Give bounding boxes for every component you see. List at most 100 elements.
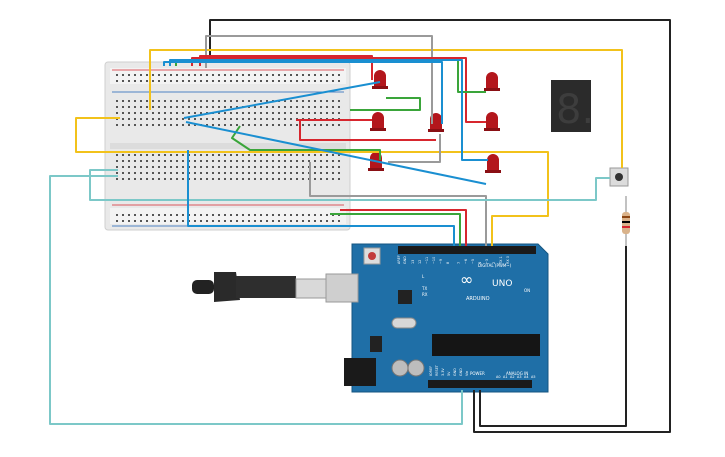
wire-blue-a[interactable]: [163, 61, 443, 124]
wire-blue-d[interactable]: [169, 59, 488, 161]
wire-cyan-bot[interactable]: [89, 169, 610, 201]
breadboard-hole: [176, 214, 178, 216]
seven-segment-digit: 8.: [556, 87, 594, 133]
pin-7-label: 7: [457, 262, 461, 264]
breadboard-hole: [116, 214, 118, 216]
breadboard-hole: [212, 160, 214, 162]
breadboard-hole: [248, 100, 250, 102]
breadboard-hole: [260, 74, 262, 76]
breadboard-hole: [152, 100, 154, 102]
wire-black-outer[interactable]: [209, 19, 671, 433]
led-l-label: L: [422, 274, 425, 279]
breadboard-hole: [170, 220, 172, 222]
breadboard-hole: [248, 80, 250, 82]
breadboard-hole: [296, 112, 298, 114]
wire-yellow-top[interactable]: [149, 49, 623, 168]
led-1[interactable]: [372, 70, 388, 89]
breadboard-hole: [128, 220, 130, 222]
breadboard-hole: [146, 80, 148, 82]
digital-header[interactable]: [398, 246, 536, 254]
breadboard-hole: [140, 178, 142, 180]
breadboard-hole: [332, 74, 334, 76]
analog-label: ANALOG IN: [506, 371, 528, 376]
led-3[interactable]: [370, 112, 386, 131]
breadboard-hole: [176, 178, 178, 180]
breadboard-hole: [284, 166, 286, 168]
breadboard-hole: [212, 214, 214, 216]
push-button[interactable]: [609, 167, 629, 187]
breadboard-hole: [302, 74, 304, 76]
breadboard-hole: [332, 100, 334, 102]
breadboard-hole: [224, 106, 226, 108]
wire-cyan-left[interactable]: [49, 175, 463, 425]
breadboard-hole: [140, 100, 142, 102]
breadboard-hole: [164, 74, 166, 76]
breadboard-hole: [302, 112, 304, 114]
wire-gray-mid[interactable]: [388, 134, 441, 163]
breadboard-hole: [146, 74, 148, 76]
breadboard-hole: [332, 172, 334, 174]
seven-segment-display[interactable]: 8.: [551, 80, 594, 133]
breadboard-hole: [326, 124, 328, 126]
breadboard-hole: [158, 214, 160, 216]
wire-gray-top[interactable]: [205, 35, 433, 124]
wire-blue-bot[interactable]: [187, 150, 455, 246]
breadboard-hole: [200, 160, 202, 162]
breadboard-hole: [296, 106, 298, 108]
analog-pin-labels: A0 A1 A2 A3 A4 A5: [496, 375, 535, 379]
breadboard-hole: [326, 154, 328, 156]
breadboard-hole: [290, 80, 292, 82]
led-7[interactable]: [485, 154, 501, 173]
breadboard-hole: [278, 124, 280, 126]
breadboard-hole: [296, 100, 298, 102]
power-analog-header[interactable]: [428, 380, 532, 388]
breadboard-hole: [302, 154, 304, 156]
wire-gray-right[interactable]: [309, 162, 487, 246]
wire-green-b[interactable]: [231, 125, 381, 160]
wire-blue-c[interactable]: [185, 121, 487, 185]
breadboard-hole: [248, 160, 250, 162]
breadboard-hole: [314, 166, 316, 168]
breadboard-hole: [188, 124, 190, 126]
breadboard-hole: [272, 160, 274, 162]
breadboard-hole: [134, 74, 136, 76]
breadboard-hole: [218, 74, 220, 76]
breadboard-hole: [176, 124, 178, 126]
wire-red-bot[interactable]: [340, 209, 467, 246]
breadboard-hole: [122, 172, 124, 174]
arduino-uno-board[interactable]: ∞ ARDUINO UNO DIGITAL (PWM~) POWER ANALO…: [192, 243, 549, 393]
wire-black-button[interactable]: [479, 246, 627, 427]
breadboard-hole: [206, 214, 208, 216]
breadboard-hole: [146, 112, 148, 114]
breadboard-hole: [236, 172, 238, 174]
breadboard-hole: [224, 220, 226, 222]
breadboard-hole: [314, 124, 316, 126]
breadboard-hole: [260, 118, 262, 120]
wire-green-c[interactable]: [350, 97, 421, 111]
pin-rx0-label: RX 0: [506, 256, 510, 264]
breadboard-hole: [266, 166, 268, 168]
breadboard-hole: [320, 160, 322, 162]
breadboard-hole: [122, 106, 124, 108]
wire-green-bot[interactable]: [330, 213, 461, 246]
breadboard-hole: [158, 124, 160, 126]
breadboard-hole: [332, 160, 334, 162]
breadboard-hole: [290, 124, 292, 126]
led-5[interactable]: [484, 112, 500, 131]
wire-yellow-left[interactable]: [75, 117, 549, 246]
breadboard-hole: [242, 100, 244, 102]
breadboard-hole: [116, 154, 118, 156]
breadboard[interactable]: [104, 61, 351, 231]
wire-blue-b[interactable]: [183, 81, 381, 119]
breadboard-hole: [206, 166, 208, 168]
resistor[interactable]: [622, 196, 630, 246]
breadboard-hole: [176, 106, 178, 108]
breadboard-hole: [326, 112, 328, 114]
wire-red-mid2[interactable]: [299, 120, 436, 141]
breadboard-hole: [296, 160, 298, 162]
breadboard-hole: [140, 154, 142, 156]
breadboard-hole: [146, 214, 148, 216]
led-2[interactable]: [484, 72, 500, 91]
breadboard-hole: [128, 118, 130, 120]
breadboard-hole: [218, 166, 220, 168]
